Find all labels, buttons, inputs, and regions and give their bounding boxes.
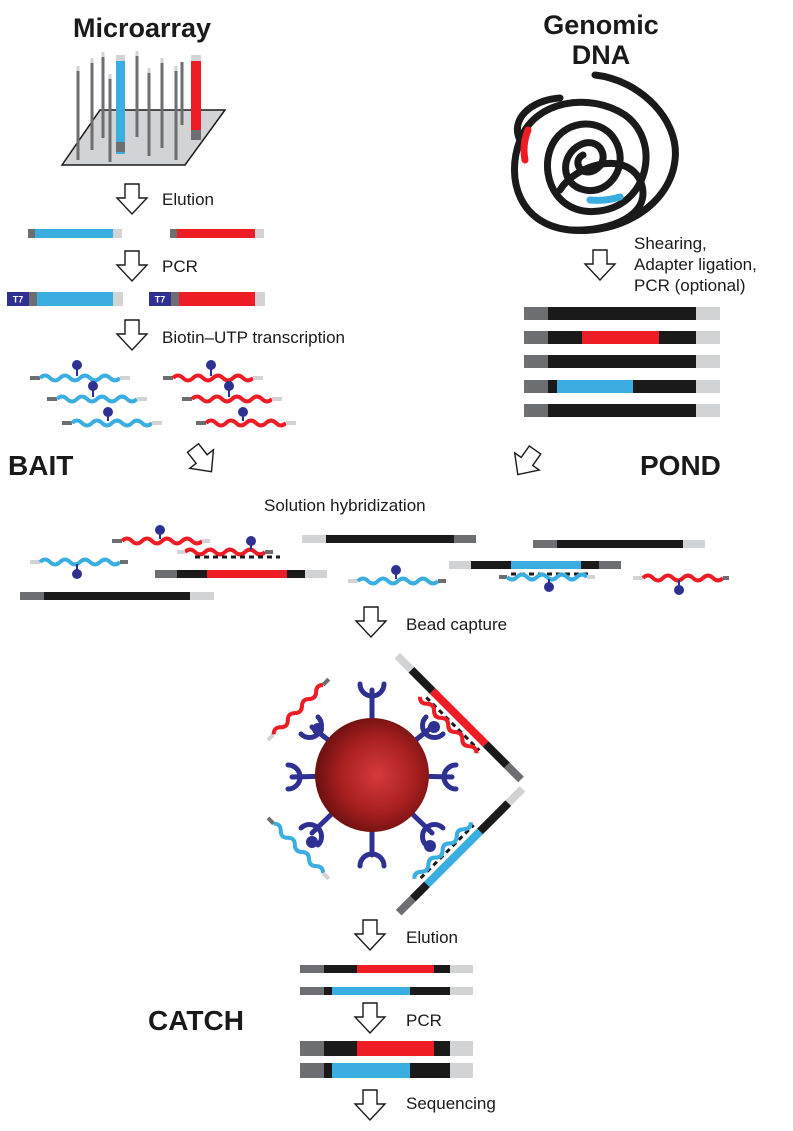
- arrow-transcription: [116, 319, 148, 351]
- genomic-target-blue: [586, 193, 624, 204]
- label-shearing: Shearing,: [634, 234, 707, 253]
- label-pcr-1: PCR: [162, 257, 198, 276]
- label-adapter-ligation: Adapter ligation,: [634, 255, 757, 274]
- arrow-pcr-1: [116, 250, 148, 282]
- label-transcription: Biotin–UTP transcription: [162, 328, 345, 347]
- heading-microarray: Microarray: [73, 13, 211, 43]
- arrow-bead-capture: [355, 606, 387, 638]
- microarray-probe-red: [191, 60, 201, 140]
- amplified-catch: [300, 1041, 473, 1078]
- t7-label-left: T7: [13, 295, 24, 305]
- arrow-sequencing: [354, 1089, 386, 1121]
- heading-pond: POND: [640, 450, 721, 481]
- heading-dna: DNA: [572, 40, 631, 70]
- arrow-elution-1: [116, 183, 148, 215]
- arrow-shearing: [584, 249, 616, 281]
- arrow-bait-in: [180, 438, 224, 482]
- t7-label-right: T7: [155, 295, 166, 305]
- arrow-pond-in: [504, 440, 548, 484]
- eluted-oligos: [28, 229, 264, 238]
- arrow-elution-2: [354, 919, 386, 951]
- label-elution-2: Elution: [406, 928, 458, 947]
- heading-bait: BAIT: [8, 450, 73, 481]
- streptavidin-bead-complex: [266, 652, 526, 916]
- genomic-dna-coil: [510, 71, 679, 235]
- eluted-catch: [300, 965, 473, 995]
- genomic-target-red: [520, 126, 532, 164]
- heading-catch: CATCH: [148, 1005, 244, 1036]
- t7-amplicons: T7 T7: [7, 292, 265, 306]
- label-solution-hybridization: Solution hybridization: [264, 496, 426, 515]
- label-pcr-2: PCR: [406, 1011, 442, 1030]
- magnetic-bead: [315, 718, 429, 832]
- label-bead-capture: Bead capture: [406, 615, 507, 634]
- hybridization-mix: [20, 525, 729, 600]
- rna-baits-blue: [30, 360, 162, 428]
- rna-baits-red: [163, 360, 296, 428]
- arrow-pcr-2: [354, 1002, 386, 1034]
- label-elution-1: Elution: [162, 190, 214, 209]
- heading-genomic: Genomic: [543, 10, 659, 40]
- pond-library: [524, 307, 720, 417]
- label-pcr-optional: PCR (optional): [634, 276, 746, 295]
- microarray-illustration: [60, 51, 227, 166]
- label-sequencing: Sequencing: [406, 1094, 496, 1113]
- microarray-probe-blue: [116, 60, 125, 154]
